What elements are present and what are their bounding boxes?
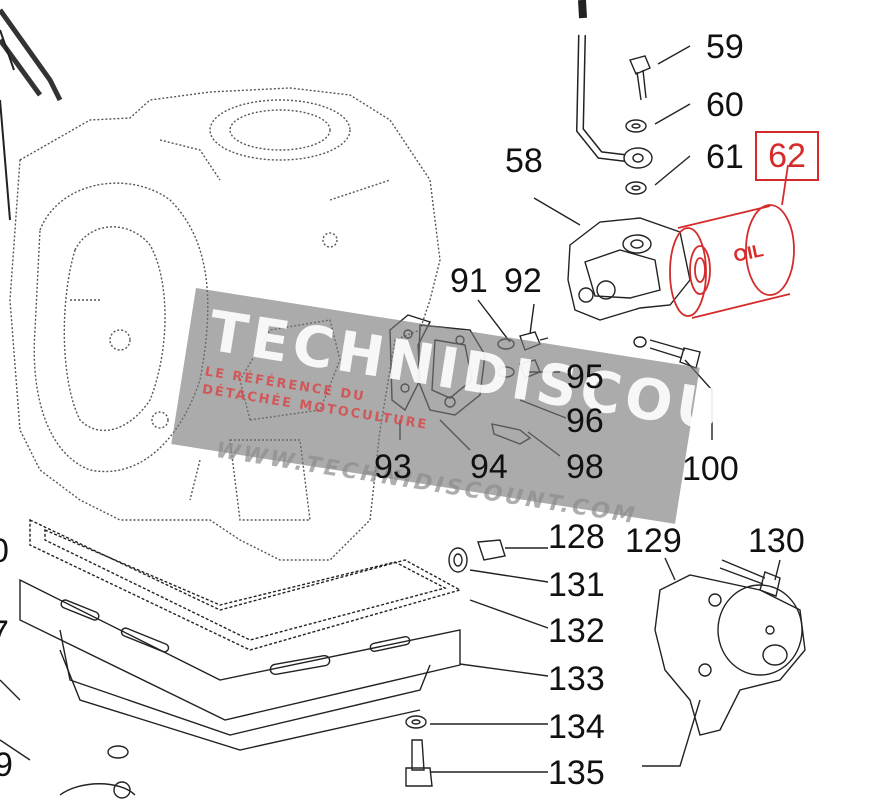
part-label-edge-0: 0 [0,534,9,568]
part-label-94[interactable]: 94 [470,448,508,486]
part-label-128[interactable]: 128 [548,518,605,556]
oil-filter [669,164,795,319]
part-label-135[interactable]: 135 [548,754,605,792]
part-label-129[interactable]: 129 [625,522,682,560]
part-label-61[interactable]: 61 [706,138,744,176]
filter-oil-label: OIL [732,240,766,266]
filter-head [567,217,691,321]
part-label-133[interactable]: 133 [548,660,605,698]
part-label-131[interactable]: 131 [548,566,605,604]
part-label-60[interactable]: 60 [706,86,744,124]
part-label-134[interactable]: 134 [548,708,605,746]
oil-pan [19,578,461,751]
part-label-96[interactable]: 96 [566,402,604,440]
part-label-58[interactable]: 58 [505,142,543,180]
part-label-92[interactable]: 92 [504,262,542,300]
part-label-98[interactable]: 98 [566,448,604,486]
part-label-100[interactable]: 100 [682,450,739,488]
part-label-130[interactable]: 130 [748,522,805,560]
part-label-95[interactable]: 95 [566,358,604,396]
part-label-edge-9: 9 [0,746,13,784]
part-label-132[interactable]: 132 [548,612,605,650]
gasket [29,518,462,651]
highlighted-part-number: 62 [768,137,806,175]
oil-pump [654,574,806,736]
highlighted-part-box[interactable]: 62 [755,131,819,181]
part-label-edge-7: 7 [0,616,9,650]
part-label-59[interactable]: 59 [706,28,744,66]
part-label-91[interactable]: 91 [450,262,488,300]
part-label-93[interactable]: 93 [374,448,412,486]
